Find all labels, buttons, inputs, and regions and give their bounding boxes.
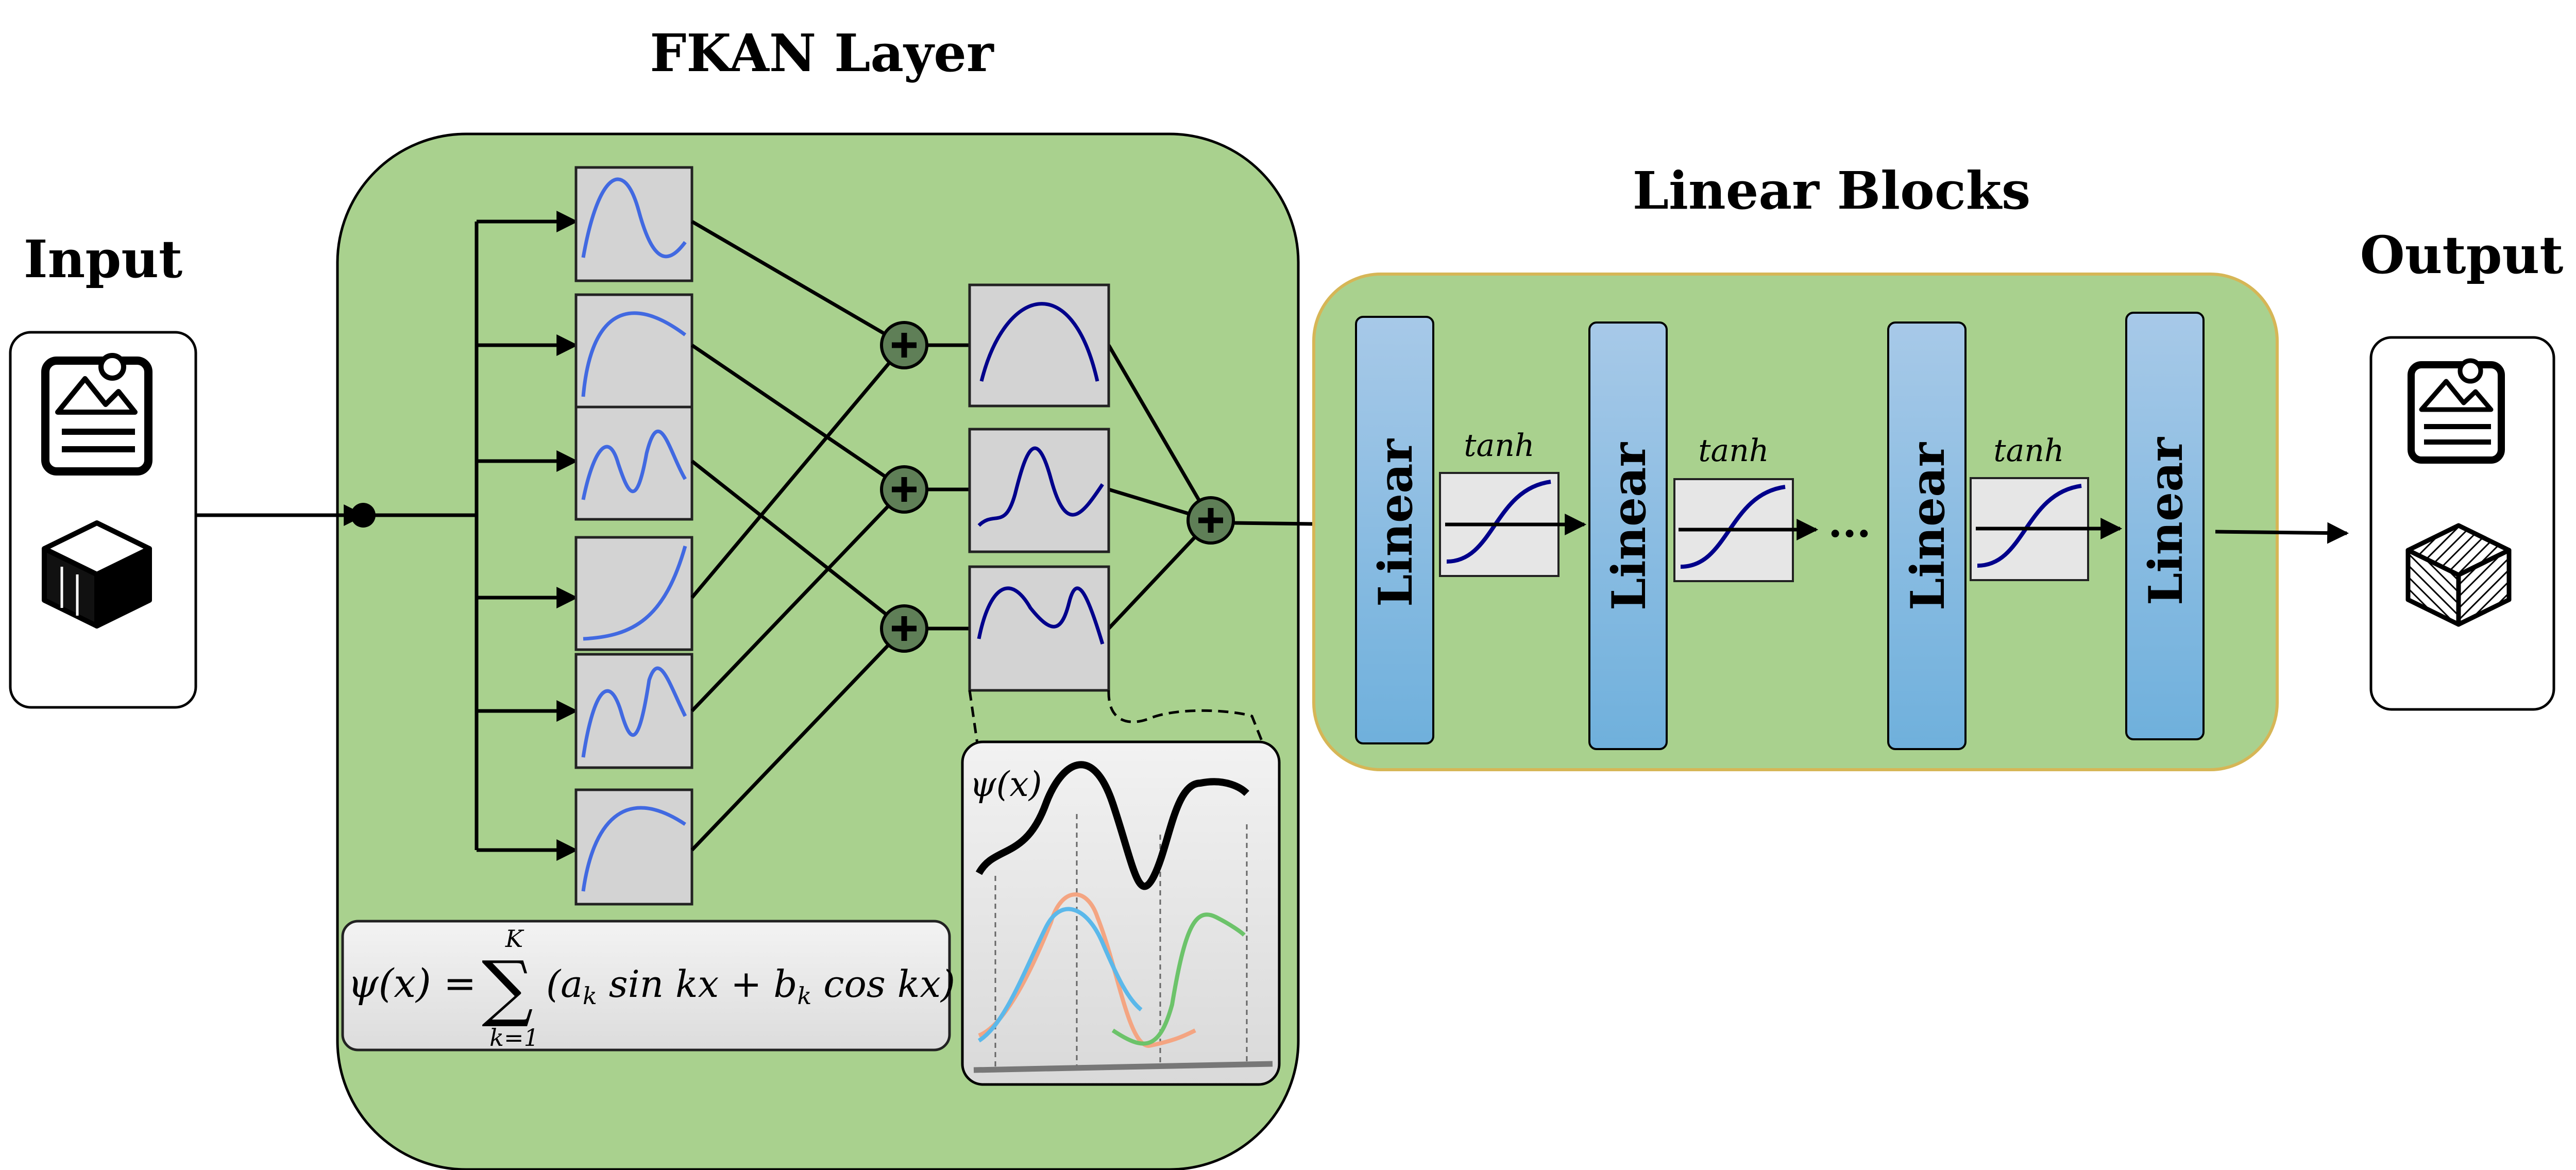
branch-arrows <box>477 211 579 861</box>
svg-text:Linear: Linear <box>2139 436 2193 605</box>
svg-text:Linear: Linear <box>1602 442 1656 610</box>
fkan-connections <box>690 219 1213 852</box>
summed-function-box <box>968 565 1110 692</box>
svg-text:tanh: tanh <box>1464 428 1534 464</box>
fourier-zoom-inset: ψ(x) <box>961 740 1281 1086</box>
fkan-layer-title: FKAN Layer <box>650 23 994 83</box>
svg-text:Linear: Linear <box>1368 438 1423 606</box>
basis-function-box <box>574 293 693 410</box>
output-box <box>2369 336 2555 711</box>
svg-text:tanh: tanh <box>1993 433 2064 469</box>
cube-icon <box>42 520 152 629</box>
ellipsis: ... <box>1828 498 1871 547</box>
formula-lhs: ψ(x) = <box>348 960 477 1006</box>
tanh-activation-1: tanh <box>1439 428 1587 577</box>
basis-function-box <box>574 788 693 906</box>
linear-blocks-panel <box>1312 273 2279 771</box>
sum-node <box>880 604 928 653</box>
summed-function-box <box>968 428 1110 553</box>
psi-label: ψ(x) <box>970 765 1042 804</box>
svg-text:tanh: tanh <box>1698 433 1769 469</box>
formula-body: (ak sin kx + bk cos kx) <box>546 962 955 1010</box>
output-sum-node <box>1187 496 1235 545</box>
basis-function-box <box>574 166 693 282</box>
basis-function-box <box>574 653 693 769</box>
linear-layer-1: Linear <box>1355 316 1434 744</box>
cube-icon <box>2405 523 2512 627</box>
document-image-icon <box>2408 358 2505 464</box>
input-title: Input <box>24 229 182 290</box>
linear-blocks-title: Linear Blocks <box>1633 160 2031 221</box>
formula-sum-symbol: ∑ <box>482 946 533 1030</box>
linear-layer-3: Linear <box>1887 321 1967 750</box>
svg-text:Linear: Linear <box>1901 442 1955 610</box>
sum-node <box>880 465 928 514</box>
fourier-formula-box: ψ(x) = ∑ K k=1 (ak sin kx + bk cos kx) <box>341 920 955 1052</box>
summed-function-box <box>968 283 1110 408</box>
input-box <box>9 331 197 709</box>
linear-layer-4: Linear <box>2125 312 2205 740</box>
output-title: Output <box>2360 225 2564 285</box>
linear-layer-2: Linear <box>1588 321 1668 750</box>
basis-function-box <box>574 405 693 521</box>
formula-lower-limit: k=1 <box>489 1024 539 1052</box>
sum-node <box>880 321 928 369</box>
basis-function-box <box>574 536 693 651</box>
document-image-icon <box>41 353 152 476</box>
tanh-activation-2: tanh <box>1673 433 1819 582</box>
formula-upper-limit: K <box>505 925 524 953</box>
tanh-activation-3: tanh <box>1970 433 2123 581</box>
